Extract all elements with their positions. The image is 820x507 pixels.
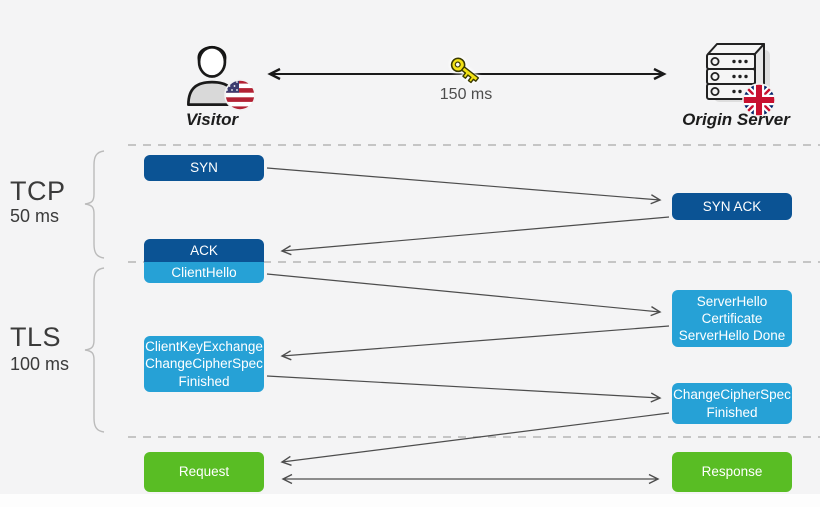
- origin-server-label: Origin Server: [682, 110, 790, 129]
- visitor-label: Visitor: [185, 110, 239, 129]
- tcp-section-label: TCP: [10, 176, 66, 206]
- arrow-changecipher-to-request: [280, 412, 670, 466]
- key-icon: [446, 52, 486, 90]
- message-box-client-key-exchange: ClientKeyExchange ChangeCipherSpec Finis…: [144, 336, 264, 392]
- message-box-syn-ack: SYN ACK: [672, 193, 792, 220]
- tcp-brace: [84, 150, 105, 259]
- latency-label: 150 ms: [439, 86, 493, 103]
- message-box-client-hello: ClientHello: [144, 262, 264, 283]
- tcp-section-duration: 50 ms: [10, 206, 60, 226]
- arrow-serverhello-to-clientkey: [280, 325, 670, 361]
- tls-brace: [84, 267, 105, 433]
- message-box-request: Request: [144, 452, 264, 492]
- arrow-synack-to-ack: [280, 216, 670, 256]
- uk-flag-icon: [742, 83, 776, 117]
- message-box-change-cipher-spec: ChangeCipherSpec Finished: [672, 383, 792, 424]
- message-box-server-hello: ServerHello Certificate ServerHello Done: [672, 290, 792, 347]
- tls-section-label: TLS: [10, 322, 62, 352]
- bottom-margin: [0, 494, 820, 507]
- arrow-syn-to-synack: [266, 167, 662, 205]
- tls-section-duration: 100 ms: [10, 354, 70, 374]
- message-box-response: Response: [672, 452, 792, 492]
- arrow-clienthello-to-serverhello: [266, 273, 662, 317]
- message-box-ack: ACK: [144, 239, 264, 262]
- arrow-clientkey-to-changecipher: [266, 375, 662, 403]
- us-flag-icon: [224, 79, 256, 111]
- message-box-syn: SYN: [144, 155, 264, 181]
